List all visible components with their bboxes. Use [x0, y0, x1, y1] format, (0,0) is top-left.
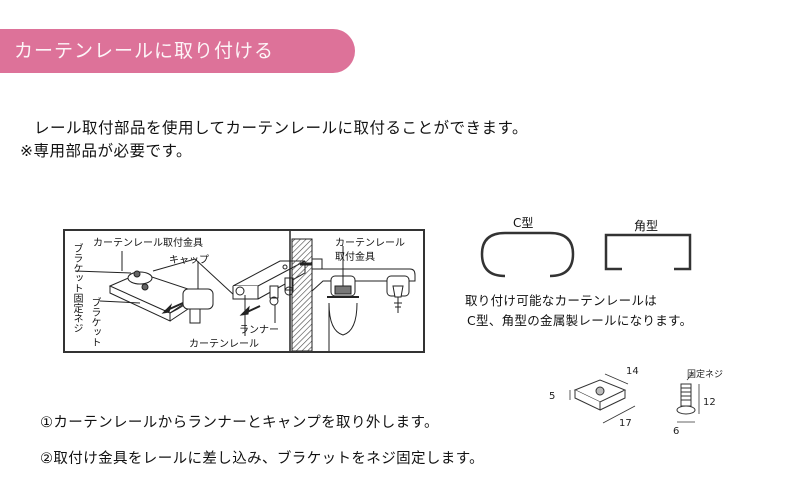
compat-line-1: 取り付け可能なカーテンレールは [465, 293, 658, 308]
step-1: ①カーテンレールからランナーとキャンプを取り外します。 [40, 415, 439, 431]
installation-illustration [74, 231, 416, 351]
label-bracket-screw: ブラケット固定ネジ [71, 243, 82, 333]
c-type-label: C型 [513, 216, 534, 230]
intro-line-1: レール取付部品を使用してカーテンレールに取付ることができます。 [34, 119, 528, 137]
label-side-fitting-2: 取付金具 [335, 252, 375, 263]
intro-text: レール取付部品を使用してカーテンレールに取付ることができます。 ※専用部品が必要… [20, 117, 528, 163]
installation-diagram: カーテンレール取付金具 キャップ ブラケット固定ネジ ブラケット ランナー カー… [63, 229, 425, 353]
fitting-width-dim: 14 [626, 366, 639, 377]
step-2: ②取付け金具をレールに差し込み、ブラケットをネジ固定します。 [40, 451, 485, 467]
label-cap: キャップ [169, 255, 209, 266]
label-runner: ランナー [239, 325, 279, 336]
screw-label: 固定ネジ [687, 370, 724, 380]
square-type-label: 角型 [634, 219, 659, 233]
parts-dimension-illustration [569, 372, 700, 424]
screw-diameter-dim: 6 [673, 426, 680, 437]
label-mount-fitting: カーテンレール取付金具 [93, 238, 203, 249]
section-title: カーテンレールに取り付ける [14, 40, 275, 62]
intro-note: ※専用部品が必要です。 [20, 142, 192, 160]
square-type-rail-icon [604, 233, 692, 271]
screw-length-dim: 12 [703, 397, 716, 408]
fitting-length-dim: 17 [619, 418, 632, 429]
compatible-rails-note: 取り付け可能なカーテンレールは C型、角型の金属製レールになります。 [465, 291, 692, 331]
installation-steps: ①カーテンレールからランナーとキャンプを取り外します。 ②取付け金具をレールに差… [40, 405, 484, 477]
compat-line-2: C型、角型の金属製レールになります。 [467, 313, 693, 328]
label-bracket: ブラケット [89, 297, 100, 347]
label-curtain-rail: カーテンレール [189, 339, 259, 350]
label-side-fitting-1: カーテンレール [335, 238, 405, 249]
section-header-banner: カーテンレールに取り付ける [0, 29, 355, 73]
fitting-height-dim: 5 [549, 391, 556, 402]
c-type-rail-icon [480, 231, 575, 278]
